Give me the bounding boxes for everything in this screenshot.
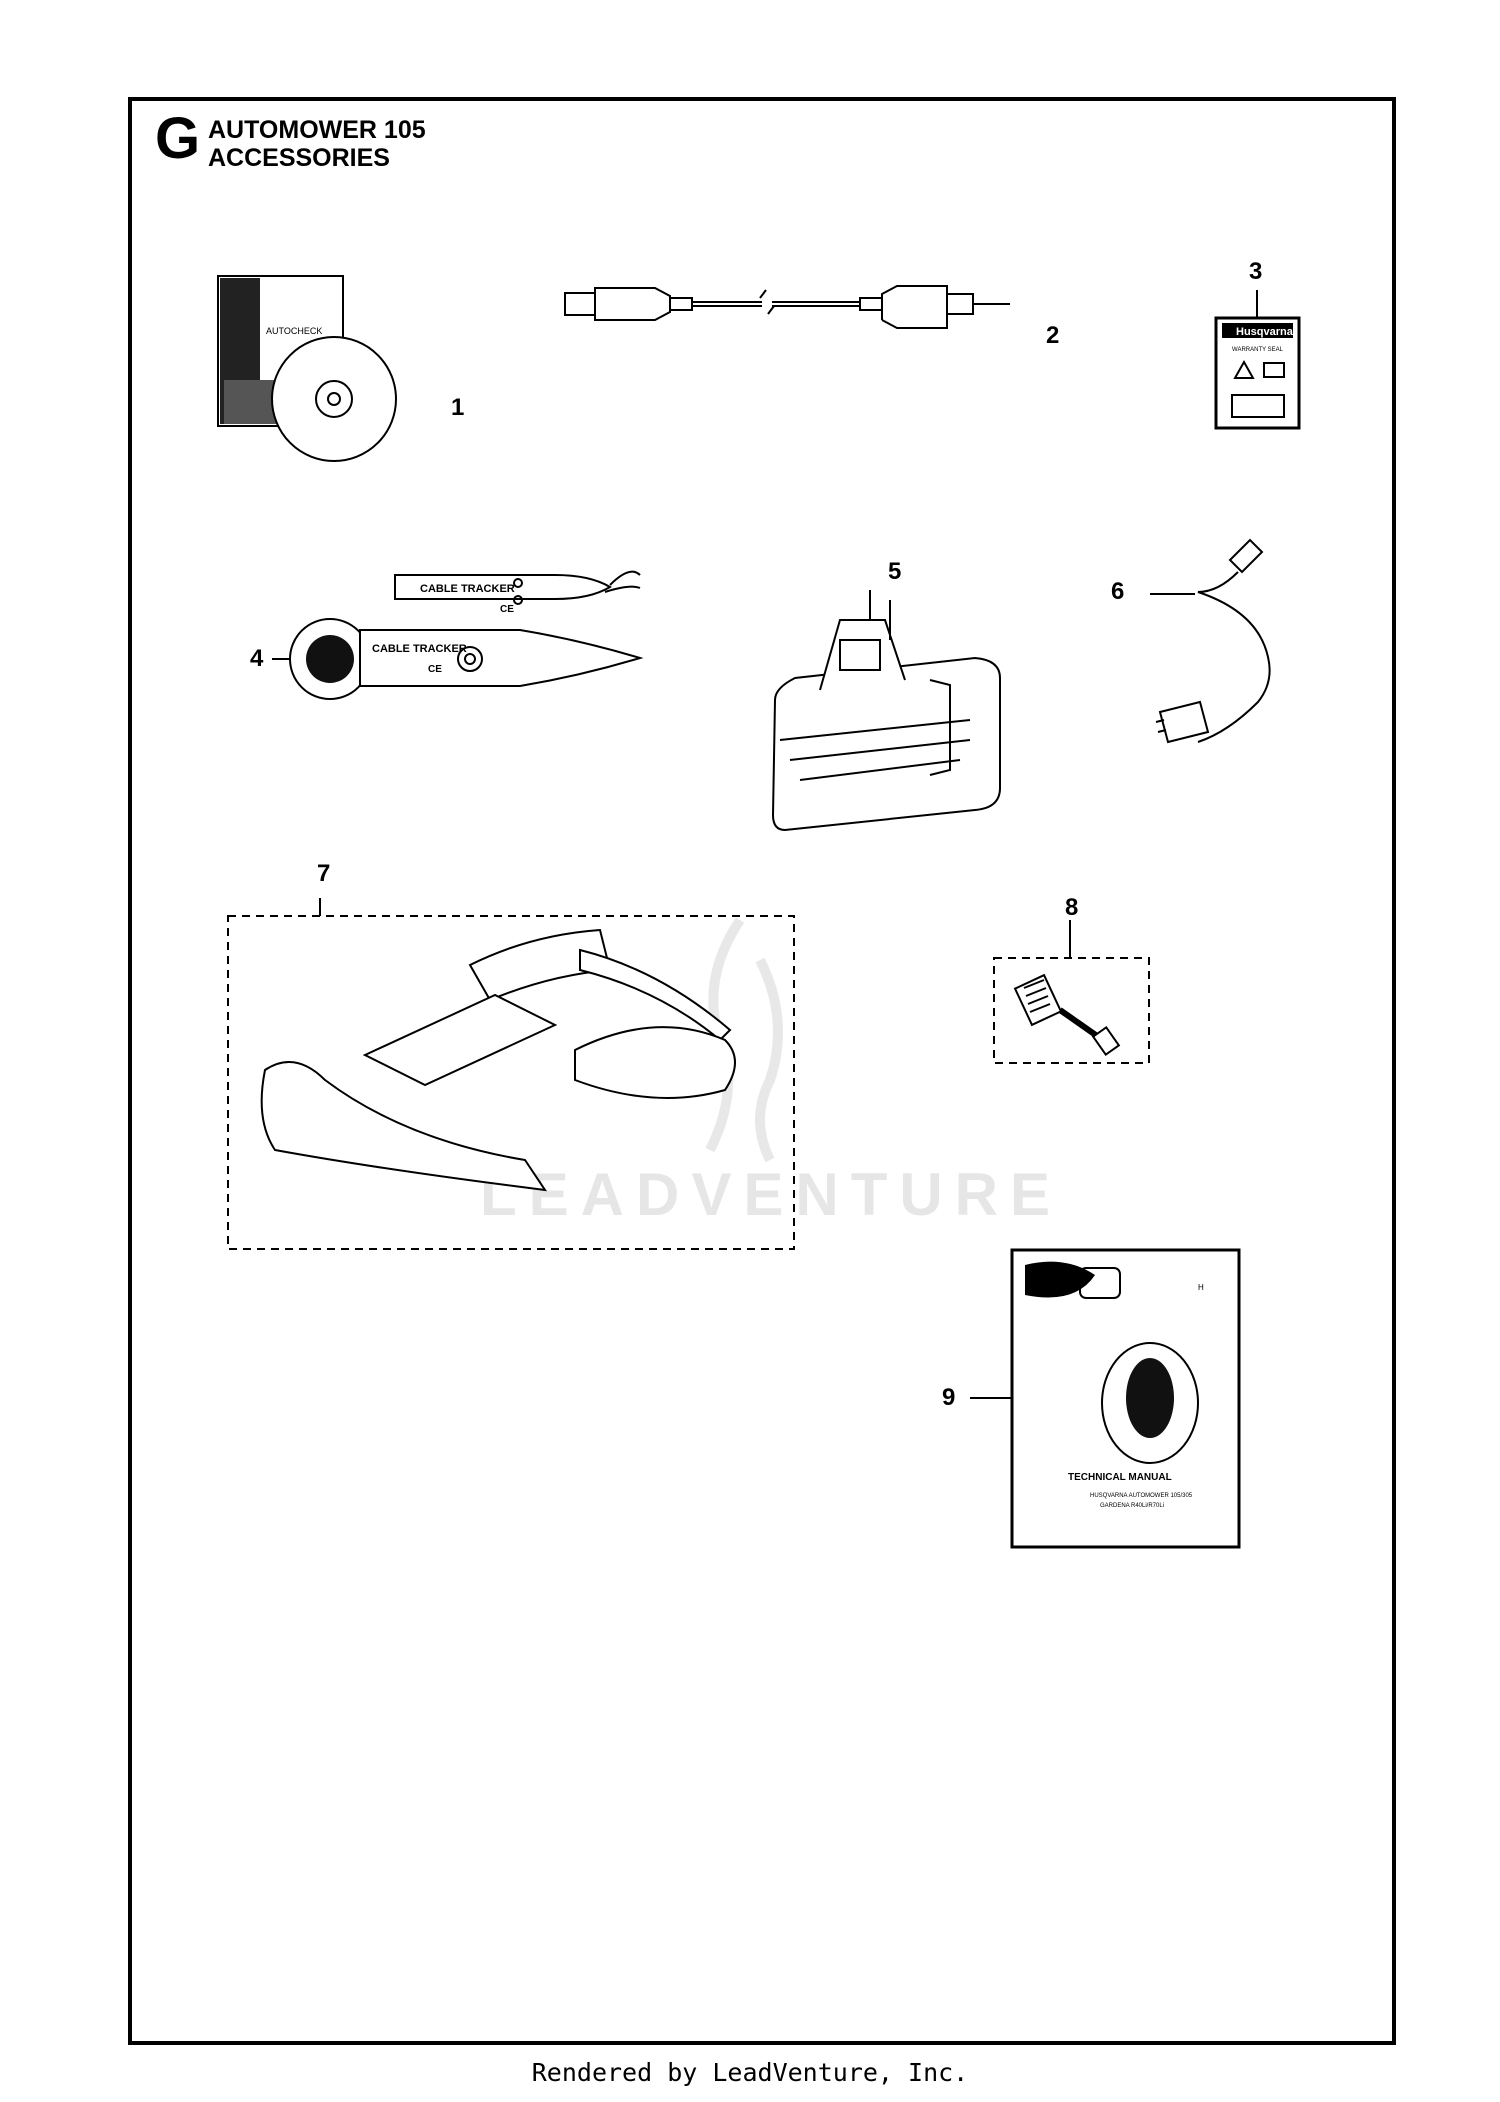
manual-subtitle-2: GARDENA R40Li/R70Li <box>1100 1503 1164 1509</box>
tracker-ce-1: CE <box>500 604 514 615</box>
footer-credit: Rendered by LeadVenture, Inc. <box>531 2058 969 2087</box>
callout-1: 1 <box>451 394 465 421</box>
manual-brand-mark: H <box>1198 1283 1204 1292</box>
part-2-usb-cable <box>564 285 1010 329</box>
watermark: LEADVENTURE <box>480 1161 1063 1228</box>
callout-3: 3 <box>1249 258 1263 285</box>
part-7-body-kit <box>227 898 795 1250</box>
callout-2: 2 <box>1046 322 1060 349</box>
tracker-ce-2: CE <box>428 664 442 675</box>
part-8-screw-kit <box>993 920 1150 1064</box>
part-5-battery-charger <box>771 590 1001 832</box>
page-title: AUTOMOWER 105 ACCESSORIES <box>208 116 426 172</box>
tracker-label-1: CABLE TRACKER <box>420 583 515 595</box>
part-6-power-cable <box>1150 538 1271 744</box>
callout-4: 4 <box>250 645 264 672</box>
part-1-software-cd: AUTOCHECK <box>217 275 397 462</box>
callout-8: 8 <box>1065 894 1079 921</box>
callout-7: 7 <box>317 860 331 887</box>
title-line-2: ACCESSORIES <box>208 144 390 172</box>
section-letter: G <box>155 106 201 171</box>
part-3-warranty-seal: Husqvarna WARRANTY SEAL <box>1214 290 1301 430</box>
label-warranty-text: WARRANTY SEAL <box>1232 347 1284 353</box>
callout-5: 5 <box>888 558 902 585</box>
tracker-label-2: CABLE TRACKER <box>372 643 467 655</box>
title-line-1: AUTOMOWER 105 <box>208 116 426 144</box>
part-9-technical-manual: H TECHNICAL MANUAL HUSQVARNA AUTOMOWER 1… <box>970 1248 1241 1549</box>
cd-case-title: AUTOCHECK <box>266 326 322 336</box>
callout-9: 9 <box>942 1384 956 1411</box>
callout-6: 6 <box>1111 578 1125 605</box>
diagram-frame <box>128 97 1396 2045</box>
manual-title: TECHNICAL MANUAL <box>1068 1472 1172 1483</box>
manual-subtitle-1: HUSQVARNA AUTOMOWER 105/305 <box>1090 1493 1193 1499</box>
label-brand-text: Husqvarna <box>1236 326 1294 338</box>
part-4-cable-tracker: CABLE TRACKER CE CABLE TRACKER CE <box>272 570 644 700</box>
